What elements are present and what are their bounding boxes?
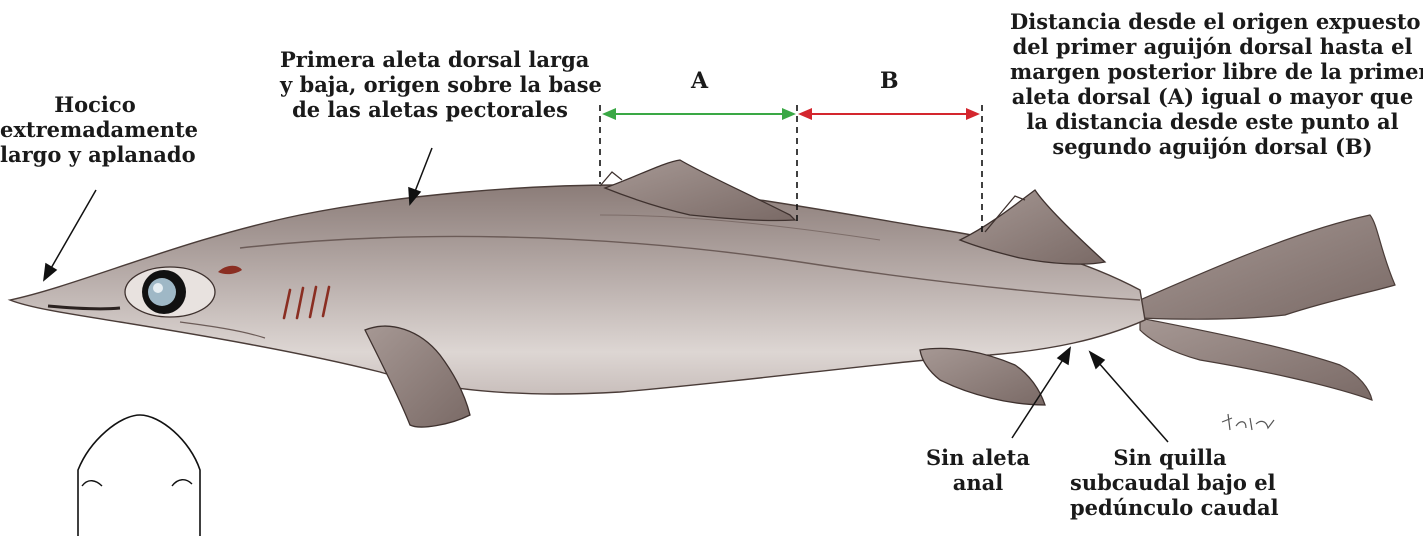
anal-fin-label-line: anal (918, 470, 1038, 495)
caudal-fin (1140, 215, 1395, 319)
distance-label-line: del primer aguijón dorsal hasta el (1010, 34, 1415, 59)
keel-label-line: Sin quilla (1070, 445, 1270, 470)
snout-label-line: largo y aplanado (0, 142, 190, 167)
segment-a-label: A (691, 68, 708, 94)
segment-b-arrow (798, 108, 980, 120)
snout-label: Hocico extremadamente largo y aplanado (0, 92, 190, 167)
segment-a-arrow (602, 108, 796, 120)
snout-label-line: extremadamente (0, 117, 190, 142)
anal-fin-label-line: Sin aleta (918, 445, 1038, 470)
snout-label-line: Hocico (0, 92, 190, 117)
snout-outline (78, 415, 200, 536)
keel-label: Sin quilla subcaudal bajo el pedúnculo c… (1070, 445, 1270, 520)
keel-label-line: subcaudal bajo el (1070, 470, 1270, 495)
distance-label-line: aleta dorsal (A) igual o mayor que (1010, 84, 1415, 109)
distance-label-line: Distancia desde el origen expuesto (1010, 9, 1415, 34)
keel-label-line: pedúnculo caudal (1070, 495, 1270, 520)
dorsal-fin-label-line: de las aletas pectorales (280, 97, 580, 122)
distance-label-line: segundo aguijón dorsal (B) (1010, 134, 1415, 159)
distance-label-line: margen posterior libre de la primera (1010, 59, 1415, 84)
dorsal-fin-label-line: y baja, origen sobre la base (280, 72, 580, 97)
distance-label-line: la distancia desde este punto al (1010, 109, 1415, 134)
dorsal-fin-label-line: Primera aleta dorsal larga (280, 47, 580, 72)
dorsal-fin-label: Primera aleta dorsal larga y baja, orige… (280, 47, 580, 122)
distance-label: Distancia desde el origen expuesto del p… (1010, 9, 1415, 159)
pelvic-fin (920, 348, 1045, 405)
anal-fin-label: Sin aleta anal (918, 445, 1038, 495)
segment-b-label: B (880, 68, 899, 94)
